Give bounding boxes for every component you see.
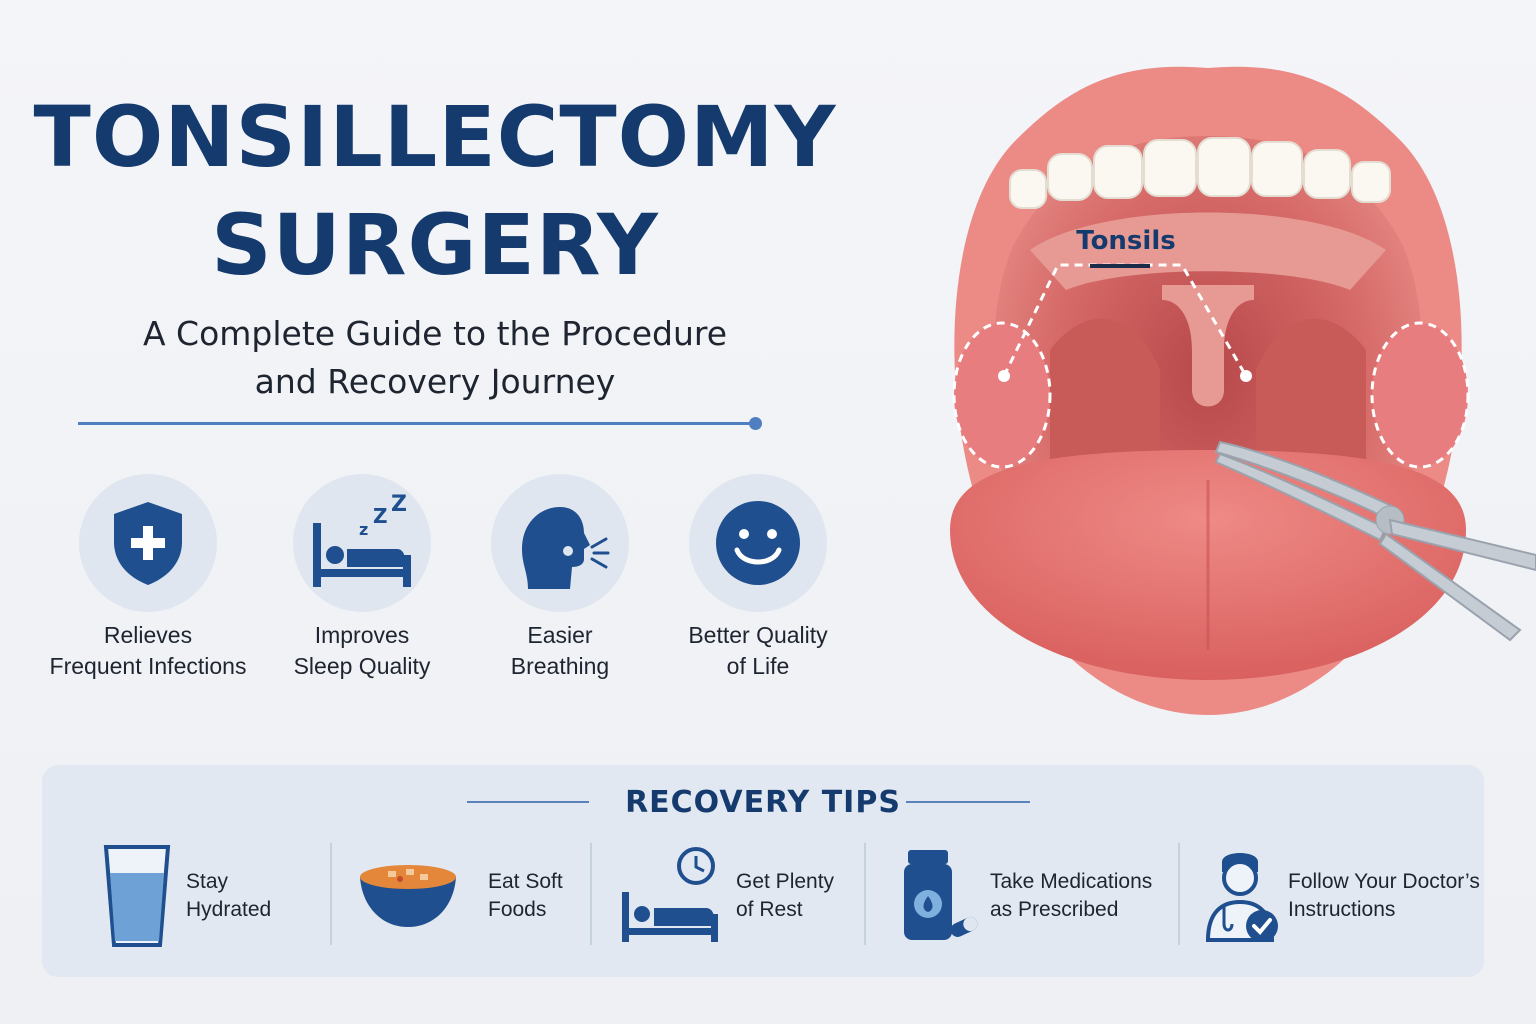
tip-label: Eat Soft Foods	[488, 868, 563, 924]
tip-separator	[1178, 843, 1180, 945]
benefit-label-line1: Improves	[314, 622, 410, 648]
tip-label: Stay Hydrated	[186, 868, 271, 924]
tip-take-medications: Take Medications as Prescribed	[900, 837, 1152, 955]
benefit-label-line2: of Life	[726, 653, 790, 679]
tip-label-line1: Stay	[186, 870, 229, 893]
tip-label-line1: Get Plenty	[736, 870, 835, 893]
benefit-relieves-infections: Relieves Frequent Infections	[18, 474, 278, 682]
recovery-tips-title: RECOVERY TIPS	[625, 785, 901, 820]
water-glass-icon	[103, 845, 171, 947]
benefit-label-line2: Sleep Quality	[293, 653, 431, 679]
tip-label-line1: Follow Your Doctor’s	[1288, 870, 1480, 893]
tip-label-line1: Eat Soft	[488, 870, 563, 893]
svg-text:Z: Z	[391, 493, 407, 517]
head-breathing-icon	[522, 507, 610, 589]
doctor-check-icon	[1205, 853, 1278, 942]
tip-label: Take Medications as Prescribed	[990, 868, 1152, 924]
benefit-icon-circle	[79, 474, 217, 612]
benefit-better-quality-of-life: Better Quality of Life	[628, 474, 888, 682]
benefit-improves-sleep: z Z Z Improves Sleep Quality	[232, 474, 492, 682]
tip-label-line2: Foods	[488, 898, 547, 921]
tip-eat-soft-foods: Eat Soft Foods	[358, 837, 563, 955]
tip-label: Follow Your Doctor’s Instructions	[1288, 868, 1480, 924]
right-tonsil	[1240, 321, 1470, 469]
benefit-label-line1: Easier	[527, 622, 593, 648]
benefit-label: Relieves Frequent Infections	[18, 620, 278, 682]
benefit-label: Better Quality of Life	[628, 620, 888, 682]
uvula	[1162, 285, 1254, 407]
svg-text:Z: Z	[373, 504, 388, 528]
benefit-easier-breathing: Easier Breathing	[430, 474, 690, 682]
tip-separator	[864, 843, 866, 945]
surgical-forceps	[1214, 440, 1536, 642]
bed-clock-icon	[622, 847, 718, 942]
benefit-label-line2: Breathing	[510, 653, 610, 679]
open-mouth-illustration: Tonsils	[950, 66, 1536, 715]
title-divider	[78, 422, 754, 425]
upper-teeth	[1009, 137, 1391, 209]
soup-bowl-icon	[360, 865, 456, 927]
benefit-label: Easier Breathing	[430, 620, 690, 682]
benefit-label-line1: Relieves	[103, 622, 193, 648]
tip-label: Get Plenty of Rest	[736, 868, 834, 924]
tip-stay-hydrated: Stay Hydrated	[102, 837, 271, 955]
benefit-icon-circle	[491, 474, 629, 612]
subtitle-line2: and Recovery Journey	[254, 362, 616, 401]
recovery-tips-panel: RECOVERY TIPS Stay Hydrated Ea	[42, 765, 1484, 977]
tip-label-line2: Hydrated	[186, 898, 272, 921]
soft-palate	[1030, 212, 1386, 290]
tip-label-line2: Instructions	[1288, 898, 1396, 921]
recovery-title-line-right	[906, 801, 1030, 803]
tonsils-label: Tonsils	[1076, 226, 1175, 256]
medicine-bottle-icon	[904, 850, 978, 940]
benefit-label-line2: Frequent Infections	[49, 653, 247, 679]
tip-label-line2: of Rest	[736, 898, 803, 921]
benefit-label-line1: Better Quality	[688, 622, 828, 648]
page-title-line1: TONSILLECTOMY	[33, 88, 837, 186]
page-subtitle: A Complete Guide to the Procedure and Re…	[0, 310, 870, 406]
shield-plus-icon	[114, 502, 182, 585]
tip-label-line2: as Prescribed	[990, 898, 1119, 921]
recovery-title-line-left	[467, 801, 589, 803]
benefit-icon-circle	[689, 474, 827, 612]
benefit-icon-circle: z Z Z	[293, 474, 431, 612]
benefit-label: Improves Sleep Quality	[232, 620, 492, 682]
page-title-line2: SURGERY	[211, 196, 659, 294]
svg-text:z: z	[359, 520, 368, 539]
subtitle-line1: A Complete Guide to the Procedure	[142, 314, 728, 353]
smiley-face-icon	[716, 501, 800, 585]
tip-label-line1: Take Medications	[990, 870, 1153, 893]
tip-separator	[590, 843, 592, 945]
title-divider-dot	[749, 417, 762, 430]
left-tonsil	[952, 321, 1052, 469]
tip-separator	[330, 843, 332, 945]
sleeping-bed-icon: z Z Z	[313, 493, 411, 587]
tip-get-plenty-of-rest: Get Plenty of Rest	[618, 837, 834, 955]
tip-follow-doctor: Follow Your Doctor’s Instructions	[1202, 837, 1480, 955]
